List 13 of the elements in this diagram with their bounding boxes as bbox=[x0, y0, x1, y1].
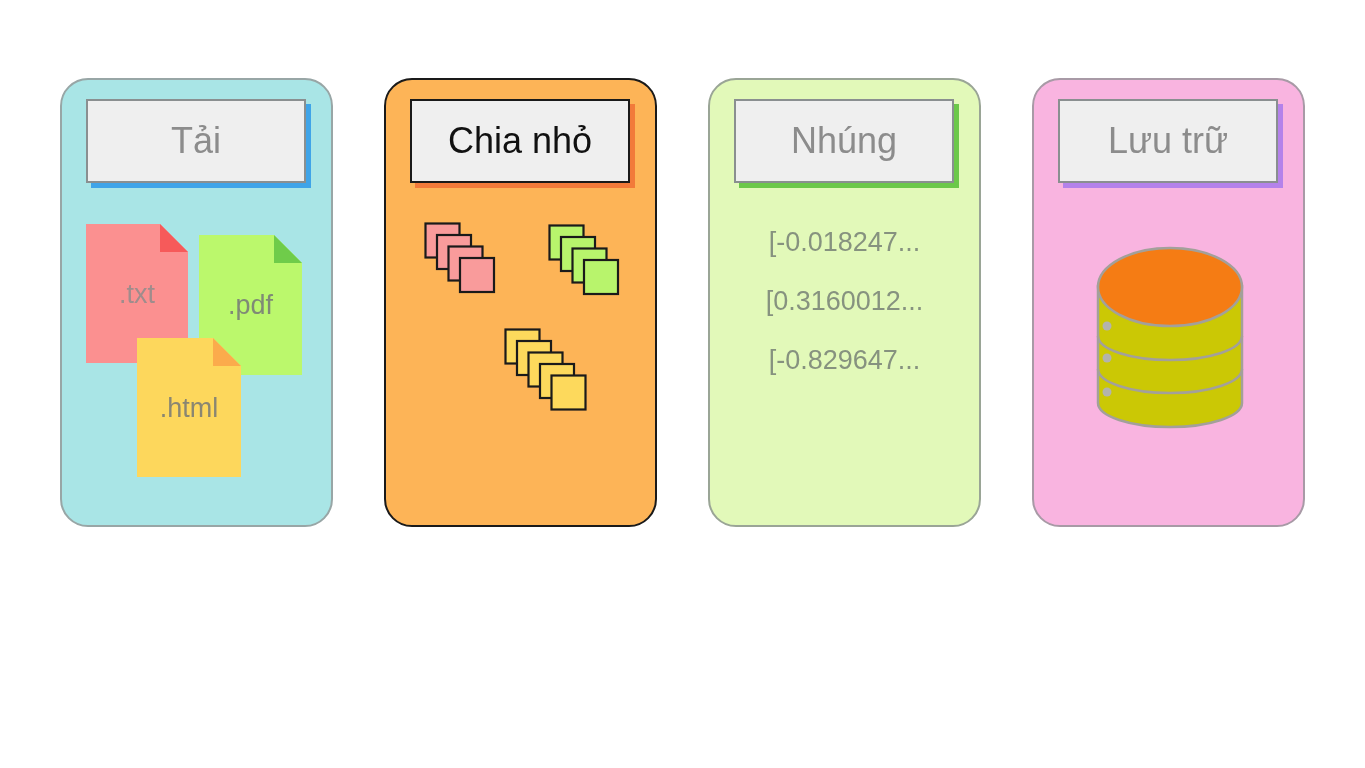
document-page bbox=[86, 224, 188, 363]
document-page bbox=[137, 338, 241, 477]
stage-card bbox=[384, 78, 657, 527]
vector-value: [-0.829647... bbox=[768, 344, 921, 377]
stage-card bbox=[1032, 78, 1305, 527]
vector-value: [-0.018247... bbox=[768, 226, 921, 259]
file-extension: .pdf bbox=[227, 289, 273, 321]
document-page bbox=[199, 235, 302, 375]
file-extension: .txt bbox=[119, 277, 155, 310]
stage-card bbox=[60, 78, 333, 527]
file-extension: .html bbox=[159, 391, 219, 424]
stage-card bbox=[708, 78, 981, 527]
vector-value: [0.3160012... bbox=[765, 285, 924, 318]
